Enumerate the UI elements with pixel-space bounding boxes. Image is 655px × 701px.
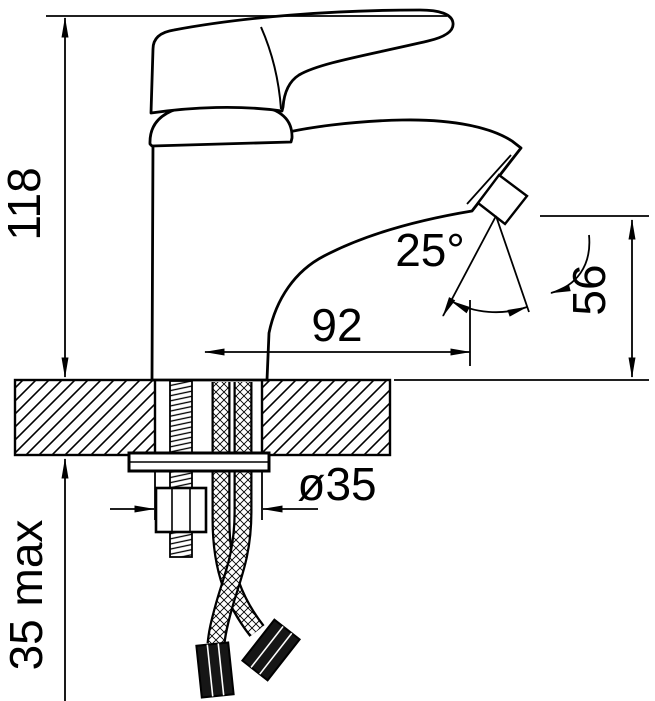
hose-end-nut-left — [195, 641, 235, 699]
angle-arc — [450, 300, 528, 317]
lever-handle — [149, 8, 455, 115]
handle-cap-seam — [260, 26, 282, 110]
hose-right-braid — [208, 382, 251, 645]
reference-ray — [495, 215, 530, 313]
swivel-arrow — [550, 234, 591, 294]
countertop-right-block — [260, 378, 392, 457]
mounting-nut — [154, 486, 208, 534]
supply-hoses — [195, 382, 302, 699]
stream-angle-annotation — [442, 215, 591, 317]
label-total-height: 118 — [0, 167, 50, 240]
label-spout-angle: 25° — [395, 224, 465, 276]
aerator — [476, 173, 529, 226]
spout-face-inner-line — [466, 154, 512, 205]
label-outlet-height: 56 — [563, 264, 615, 315]
label-spout-reach: 92 — [311, 299, 362, 351]
dimension-labels: 118 25° 92 56 ø35 35 max — [0, 167, 615, 670]
countertop-left-block — [13, 378, 157, 457]
hose-end-nut-right — [240, 618, 302, 682]
label-max-mounting-thickness: 35 max — [0, 520, 52, 671]
dimension-lines — [46, 15, 649, 701]
countertop-section — [13, 378, 392, 457]
label-hole-diameter: ø35 — [297, 458, 376, 510]
stream-direction-ray — [442, 215, 497, 317]
faucet-body-group — [148, 8, 529, 382]
mounting-hardware — [127, 380, 302, 699]
